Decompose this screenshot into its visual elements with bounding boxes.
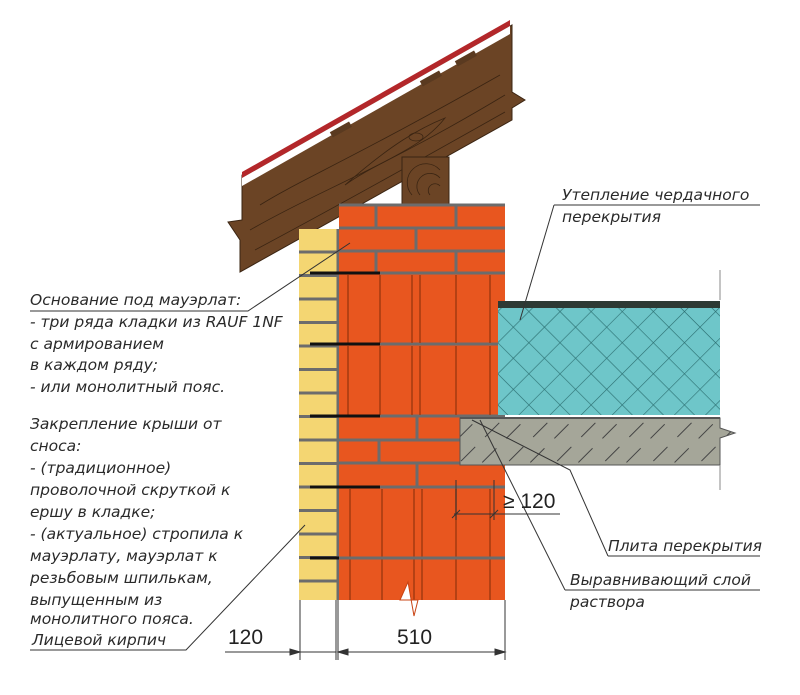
label-leveling-layer: Выравнивающий слой раствора bbox=[569, 571, 751, 611]
label-mauerlat-base: Основание под мауэрлат: - три ряда кладк… bbox=[30, 291, 284, 396]
label-line: - (традиционное) bbox=[30, 459, 171, 477]
label-line: монолитного пояса. bbox=[30, 610, 194, 628]
label-line: выпущенным из bbox=[30, 591, 162, 609]
label-line: - три ряда кладки из RAUF 1NF bbox=[30, 313, 284, 331]
label-line: в каждом ряду; bbox=[30, 356, 158, 374]
dimension-facing-width: 120 bbox=[228, 626, 263, 649]
roof-rafter bbox=[227, 24, 526, 273]
label-line: раствора bbox=[569, 593, 645, 611]
main-brick-wall bbox=[310, 203, 505, 617]
label-attic-insulation: Утепление чердачного перекрытия bbox=[562, 186, 749, 226]
label-line: Выравнивающий слой bbox=[570, 571, 751, 589]
mauerlat-beam bbox=[401, 156, 450, 205]
label-line: Основание под мауэрлат: bbox=[30, 291, 241, 309]
roof-covering bbox=[242, 20, 510, 186]
label-line: проволочной скруткой к bbox=[30, 481, 231, 499]
dimension-wall-width: 510 bbox=[397, 626, 432, 649]
dimension-slab-bearing: ≥ 120 bbox=[503, 490, 555, 513]
label-line: ершу в кладке; bbox=[30, 503, 155, 521]
label-line: - (актуальное) стропила к bbox=[30, 525, 244, 543]
label-roof-fixing: Закрепление крыши от сноса: - (традицион… bbox=[29, 415, 244, 628]
dimension-lines bbox=[225, 480, 560, 660]
label-floor-slab: Плита перекрытия bbox=[608, 537, 762, 555]
label-line: мауэрлату, мауэрлат к bbox=[30, 547, 218, 565]
label-line: с армированием bbox=[30, 335, 164, 353]
floor-slab bbox=[459, 417, 737, 466]
label-line: Закрепление крыши от bbox=[30, 415, 223, 433]
label-facing-brick: Лицевой кирпич bbox=[31, 631, 166, 649]
label-line: - или монолитный пояс. bbox=[30, 378, 225, 396]
label-line: перекрытия bbox=[562, 208, 661, 226]
attic-insulation bbox=[498, 301, 720, 415]
label-line: сноса: bbox=[30, 437, 81, 455]
label-line: резьбовым шпилькам, bbox=[29, 569, 213, 587]
label-line: Утепление чердачного bbox=[562, 186, 749, 204]
leader-lines bbox=[30, 204, 760, 651]
